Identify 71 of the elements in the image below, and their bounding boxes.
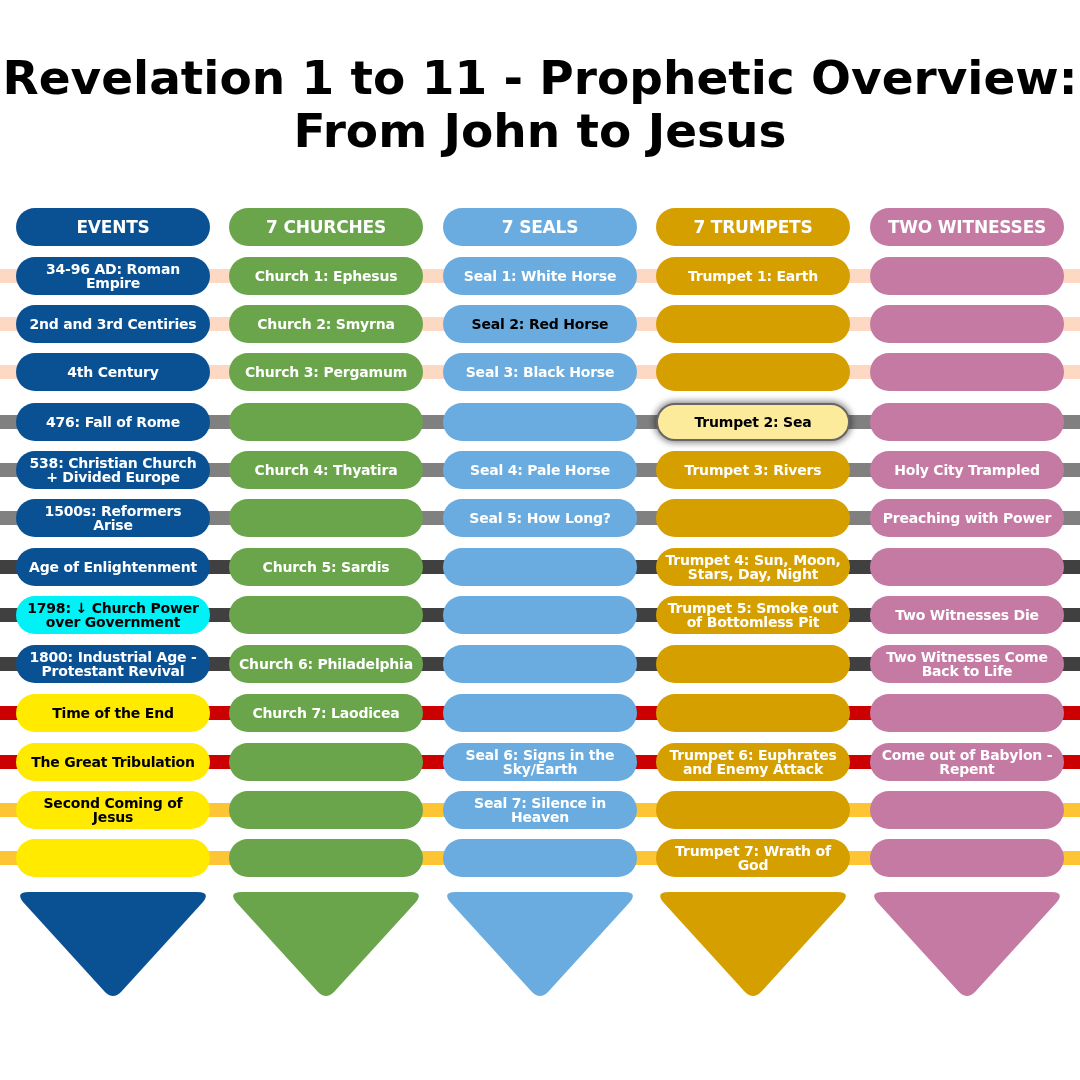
column-header: 7 CHURCHES	[229, 208, 423, 246]
timeline-pill: 538: Christian Church + Divided Europe	[16, 451, 210, 489]
timeline-pill: Church 5: Sardis	[229, 548, 423, 586]
timeline-pill: Age of Enlightenment	[16, 548, 210, 586]
timeline-pill	[656, 791, 850, 829]
timeline-pill: Church 3: Pergamum	[229, 353, 423, 391]
timeline-pill: Trumpet 3: Rivers	[656, 451, 850, 489]
timeline-pill: Trumpet 4: Sun, Moon, Stars, Day, Night	[656, 548, 850, 586]
timeline-pill: Trumpet 1: Earth	[656, 257, 850, 295]
timeline-pill	[443, 694, 637, 732]
timeline-pill	[443, 403, 637, 441]
timeline-pill	[443, 839, 637, 877]
timeline-pill	[229, 791, 423, 829]
timeline-pill	[229, 403, 423, 441]
timeline-pill	[443, 596, 637, 634]
timeline-pill: Seal 2: Red Horse	[443, 305, 637, 343]
timeline-pill: Church 1: Ephesus	[229, 257, 423, 295]
timeline-pill	[656, 353, 850, 391]
timeline-pill	[656, 694, 850, 732]
timeline-pill: Church 6: Philadelphia	[229, 645, 423, 683]
timeline-pill: 1800: Industrial Age - Protestant Revival	[16, 645, 210, 683]
timeline-pill: 34-96 AD: Roman Empire	[16, 257, 210, 295]
column-header: EVENTS	[16, 208, 210, 246]
timeline-pill: Time of the End	[16, 694, 210, 732]
timeline-pill: Seal 6: Signs in the Sky/Earth	[443, 743, 637, 781]
column-header: 7 TRUMPETS	[656, 208, 850, 246]
timeline-pill	[16, 839, 210, 877]
timeline-pill	[870, 839, 1064, 877]
timeline-pill	[870, 791, 1064, 829]
timeline-pill: Seal 3: Black Horse	[443, 353, 637, 391]
timeline-pill	[229, 596, 423, 634]
timeline-pill	[870, 353, 1064, 391]
timeline-pill: Church 4: Thyatira	[229, 451, 423, 489]
timeline-pill	[870, 305, 1064, 343]
timeline-pill	[870, 694, 1064, 732]
timeline-pill: Preaching with Power	[870, 499, 1064, 537]
timeline-pill: Trumpet 2: Sea	[656, 403, 850, 441]
timeline-pill: 1798: ↓ Church Power over Government	[16, 596, 210, 634]
timeline-pill	[443, 645, 637, 683]
column-header: 7 SEALS	[443, 208, 637, 246]
timeline-pill	[656, 645, 850, 683]
timeline-pill	[656, 499, 850, 537]
timeline-pill: Holy City Trampled	[870, 451, 1064, 489]
timeline-pill	[229, 743, 423, 781]
timeline-pill: Second Coming of Jesus	[16, 791, 210, 829]
timeline-pill: Church 2: Smyrna	[229, 305, 423, 343]
timeline-pill: Come out of Babylon - Repent	[870, 743, 1064, 781]
title: Revelation 1 to 11 - Prophetic Overview: From John to Jesus	[1, 52, 1079, 158]
timeline-pill: Trumpet 7: Wrath of God	[656, 839, 850, 877]
timeline-pill: 476: Fall of Rome	[16, 403, 210, 441]
timeline-pill: Seal 1: White Horse	[443, 257, 637, 295]
timeline-pill	[229, 499, 423, 537]
timeline-pill: Seal 7: Silence in Heaven	[443, 791, 637, 829]
timeline-pill: Seal 4: Pale Horse	[443, 451, 637, 489]
timeline-pill: Trumpet 6: Euphrates and Enemy Attack	[656, 743, 850, 781]
timeline-pill	[870, 257, 1064, 295]
timeline-pill: Two Witnesses Come Back to Life	[870, 645, 1064, 683]
timeline-pill: Seal 5: How Long?	[443, 499, 637, 537]
column-header: TWO WITNESSES	[870, 208, 1064, 246]
timeline-pill: Trumpet 5: Smoke out of Bottomless Pit	[656, 596, 850, 634]
timeline-pill: The Great Tribulation	[16, 743, 210, 781]
timeline-pill	[229, 839, 423, 877]
timeline-pill: Church 7: Laodicea	[229, 694, 423, 732]
timeline-pill: 1500s: Reformers Arise	[16, 499, 210, 537]
timeline-pill	[870, 548, 1064, 586]
timeline-pill	[443, 548, 637, 586]
timeline-pill	[656, 305, 850, 343]
timeline-pill: Two Witnesses Die	[870, 596, 1064, 634]
timeline-pill	[870, 403, 1064, 441]
timeline-pill: 4th Century	[16, 353, 210, 391]
timeline-pill: 2nd and 3rd Centiries	[16, 305, 210, 343]
